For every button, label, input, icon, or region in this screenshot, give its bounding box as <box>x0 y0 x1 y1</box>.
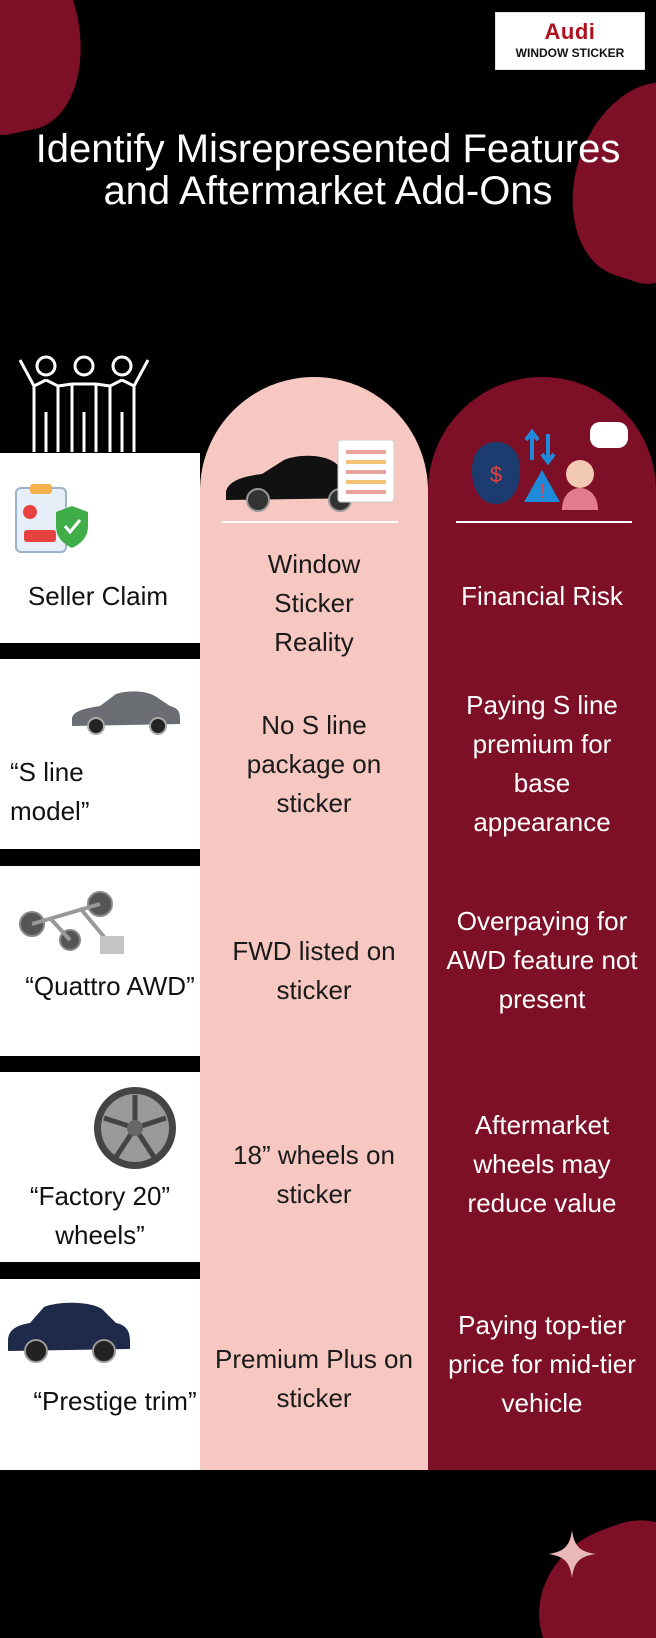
row-divider <box>0 643 200 659</box>
awd-drivetrain-icon <box>19 891 124 954</box>
suv-car-icon <box>8 1302 130 1363</box>
logo-subtitle: WINDOW STICKER <box>515 46 625 60</box>
sticker-reality-column <box>200 377 428 1470</box>
car-sticker-icon <box>226 440 395 512</box>
row-divider <box>0 849 200 865</box>
row-1-claim: “S line model” <box>10 757 90 826</box>
decor-blob-top-left <box>0 0 99 141</box>
logo-brand: Audi <box>544 19 596 44</box>
people-group-icon <box>18 355 150 452</box>
page-title: Identify Misrepresented Features and Aft… <box>35 127 621 213</box>
row-3-risk: Aftermarket wheels may reduce value <box>467 1110 617 1218</box>
row-4-risk: Paying top-tier price for mid-tier vehic… <box>448 1310 636 1418</box>
sedan-car-icon <box>72 691 180 735</box>
row-4-reality: Premium Plus on sticker <box>215 1344 413 1413</box>
row-2-claim: “Quattro AWD” <box>25 971 195 1001</box>
row-3-reality: 18” wheels on sticker <box>233 1140 395 1209</box>
svg-text:$: $ <box>490 462 502 487</box>
svg-text:!: ! <box>539 481 545 503</box>
row-1-risk: Paying S line premium for base appearanc… <box>466 690 618 837</box>
header-sticker-reality: Window Sticker Reality <box>267 549 361 657</box>
reality-header-divider <box>222 521 398 523</box>
row-1-reality: No S line package on sticker <box>246 710 382 818</box>
row-1-claim-cell <box>0 659 200 849</box>
alloy-wheel-icon <box>94 1087 176 1169</box>
header-financial-risk: Financial Risk <box>461 581 623 611</box>
row-2-risk: Overpaying for AWD feature not present <box>446 906 638 1014</box>
financial-risk-column <box>428 377 656 1470</box>
row-3-claim: “Factory 20” wheels” <box>29 1181 171 1250</box>
sparkle-icon <box>548 1530 596 1578</box>
audi-window-sticker-logo: Audi WINDOW STICKER <box>495 12 645 70</box>
clipboard-shield-icon <box>15 484 88 553</box>
row-divider <box>0 1262 200 1278</box>
row-divider <box>0 1056 200 1072</box>
row-2-reality: FWD listed on sticker <box>232 936 396 1005</box>
risk-header-divider <box>456 521 632 523</box>
row-4-claim: “Prestige trim” <box>33 1386 197 1416</box>
header-seller-claim: Seller Claim <box>27 581 169 611</box>
money-risk-worry-icon: $ ! <box>472 422 628 510</box>
